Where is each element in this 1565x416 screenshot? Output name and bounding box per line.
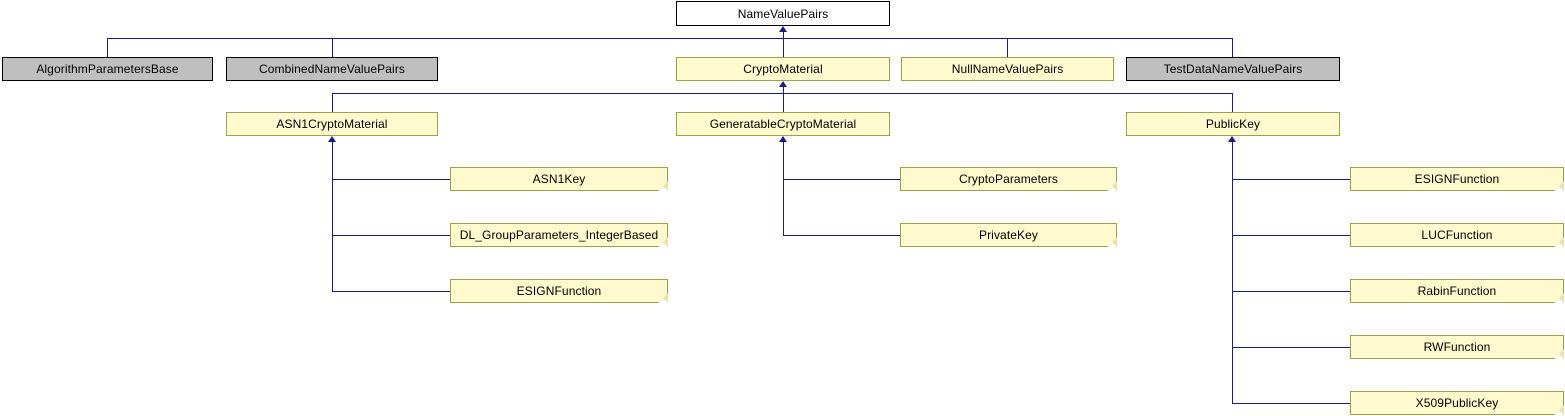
edge-branch-dlgroupparameters — [332, 235, 450, 236]
edge-branch-asn1key — [332, 179, 450, 180]
node-label: ASN1CryptoMaterial — [276, 117, 388, 131]
node-publickey[interactable]: PublicKey — [1126, 112, 1340, 136]
node-label: TestDataNameValuePairs — [1163, 62, 1303, 76]
node-esignfunction-asn1[interactable]: ESIGNFunction — [450, 279, 668, 303]
node-label: DL_GroupParameters_IntegerBased — [459, 228, 659, 242]
edge-branch-lucfunction — [1232, 235, 1350, 236]
edge-drop-publickey — [1232, 93, 1233, 112]
node-x509publickey[interactable]: X509PublicKey — [1350, 391, 1564, 415]
node-testdatanamevaluepairs[interactable]: TestDataNameValuePairs — [1126, 57, 1340, 81]
node-generatablecryptomaterial[interactable]: GeneratableCryptoMaterial — [676, 112, 890, 136]
node-label: ESIGNFunction — [1414, 172, 1500, 186]
edge-branch-x509publickey — [1232, 403, 1350, 404]
edge-trunk-generatablecryptomaterial — [783, 142, 784, 236]
node-esignfunction-publickey[interactable]: ESIGNFunction — [1350, 167, 1564, 191]
arrowhead-into-namevaluepairs — [779, 26, 787, 32]
node-privatekey[interactable]: PrivateKey — [900, 223, 1117, 247]
node-label: PrivateKey — [978, 228, 1039, 242]
node-asn1key[interactable]: ASN1Key — [450, 167, 668, 191]
node-label: PublicKey — [1205, 117, 1261, 131]
edge-bus-row3 — [332, 93, 1233, 94]
node-label: NullNameValuePairs — [951, 62, 1064, 76]
node-cryptomaterial[interactable]: CryptoMaterial — [676, 57, 890, 81]
edge-drop-cryptomaterial — [783, 38, 784, 57]
edge-trunk-asn1cryptomaterial — [332, 142, 333, 292]
edge-trunk-publickey — [1232, 142, 1233, 404]
edge-root-stem — [783, 32, 784, 38]
arrowhead-into-cryptomaterial — [779, 81, 787, 87]
edge-drop-asn1cryptomaterial — [332, 93, 333, 112]
node-asn1cryptomaterial[interactable]: ASN1CryptoMaterial — [226, 112, 438, 136]
edge-drop-testdatanamevaluepairs — [1232, 38, 1233, 57]
edge-drop-algorithmparametersbase — [107, 38, 108, 57]
node-label: ASN1Key — [532, 172, 586, 186]
node-label: AlgorithmParametersBase — [36, 62, 179, 76]
edge-branch-esignfunction-left — [332, 291, 450, 292]
node-cryptoparameters[interactable]: CryptoParameters — [900, 167, 1117, 191]
edge-drop-nullnamevaluepairs — [1007, 38, 1008, 57]
node-dl-groupparameters-integerbased[interactable]: DL_GroupParameters_IntegerBased — [450, 223, 668, 247]
node-label: ESIGNFunction — [516, 284, 602, 298]
node-label: LUCFunction — [1421, 228, 1493, 242]
edge-branch-cryptoparameters — [783, 179, 900, 180]
node-lucfunction[interactable]: LUCFunction — [1350, 223, 1564, 247]
arrowhead-into-asn1cryptomaterial — [328, 136, 336, 142]
edge-drop-combinednamevaluepairs — [332, 38, 333, 57]
node-label: CryptoMaterial — [743, 62, 823, 76]
node-combinednamevaluepairs[interactable]: CombinedNameValuePairs — [226, 57, 438, 81]
arrowhead-into-publickey — [1228, 136, 1236, 142]
node-label: CombinedNameValuePairs — [258, 62, 406, 76]
edge-branch-rabinfunction — [1232, 291, 1350, 292]
node-label: RWFunction — [1423, 340, 1491, 354]
edge-drop-generatablecryptomaterial — [783, 93, 784, 112]
node-label: CryptoParameters — [959, 172, 1058, 186]
node-rwfunction[interactable]: RWFunction — [1350, 335, 1564, 359]
node-namevaluepairs[interactable]: NameValuePairs — [676, 1, 890, 26]
edge-branch-esignfunction-right — [1232, 179, 1350, 180]
node-label: NameValuePairs — [737, 6, 829, 21]
edge-branch-privatekey — [783, 235, 900, 236]
node-nullnamevaluepairs[interactable]: NullNameValuePairs — [901, 57, 1114, 81]
node-label: GeneratableCryptoMaterial — [709, 117, 857, 131]
arrowhead-into-generatablecryptomaterial — [779, 136, 787, 142]
edge-cryptomaterial-stem — [783, 87, 784, 93]
node-rabinfunction[interactable]: RabinFunction — [1350, 279, 1564, 303]
node-label: RabinFunction — [1417, 284, 1497, 298]
node-algorithmparametersbase[interactable]: AlgorithmParametersBase — [2, 57, 213, 81]
node-label: X509PublicKey — [1415, 396, 1499, 410]
edge-bus-row2 — [107, 38, 1233, 39]
edge-branch-rwfunction — [1232, 347, 1350, 348]
